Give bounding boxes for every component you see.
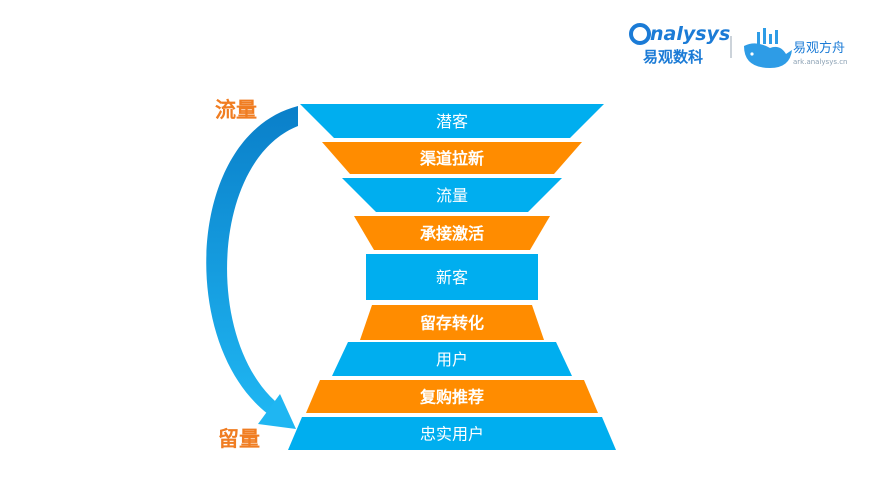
funnel-layer-5: [366, 254, 538, 300]
funnel-layer-2: [322, 142, 582, 174]
analysys-logo-mark-icon: [629, 23, 651, 45]
funnel-layer-8: [306, 380, 598, 413]
brand-cn-text: 易观数科: [643, 48, 703, 66]
traffic-label: 流量: [215, 98, 257, 122]
funnel-layer-label-2: 渠道拉新: [420, 149, 484, 168]
funnel-layer-7: [332, 342, 572, 376]
funnel-layer-label-5: 新客: [436, 268, 468, 287]
retention-label: 留量: [218, 427, 260, 451]
funnel-layer-label-4: 承接激活: [420, 224, 484, 243]
funnel-layer-label-3: 流量: [436, 186, 468, 205]
analysys-logo: nalysys 易观数科: [629, 23, 730, 66]
product-url-text: ark.analysys.cn: [793, 58, 848, 66]
brand-latin-text: nalysys: [650, 23, 730, 45]
funnel-layer-label-9: 忠实用户: [420, 425, 484, 444]
funnel-layer-label-1: 潜客: [436, 112, 468, 131]
funnel-layer-label-7: 用户: [436, 350, 468, 369]
funnel-layer-1: [300, 104, 604, 138]
product-cn-text: 易观方舟: [793, 40, 845, 56]
curved-arrow-icon: [206, 106, 298, 429]
funnel-layer-label-6: 留存转化: [420, 314, 484, 333]
ark-logo: 易观方舟 ark.analysys.cn: [744, 28, 848, 68]
funnel-layer-4: [354, 216, 550, 250]
funnel-layer-6: [360, 305, 544, 340]
whale-icon: [744, 28, 792, 68]
funnel-layer-3: [342, 178, 562, 212]
funnel-layer-label-8: 复购推荐: [419, 388, 484, 407]
funnel-layer-9: [288, 417, 616, 450]
